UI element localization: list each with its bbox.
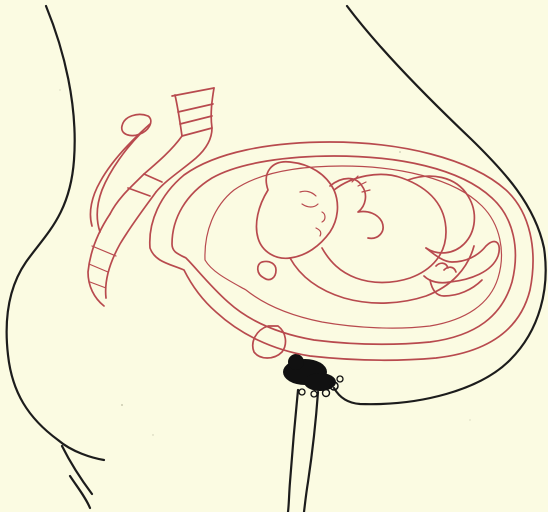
pregnancy-cross-section-illustration bbox=[0, 0, 548, 512]
